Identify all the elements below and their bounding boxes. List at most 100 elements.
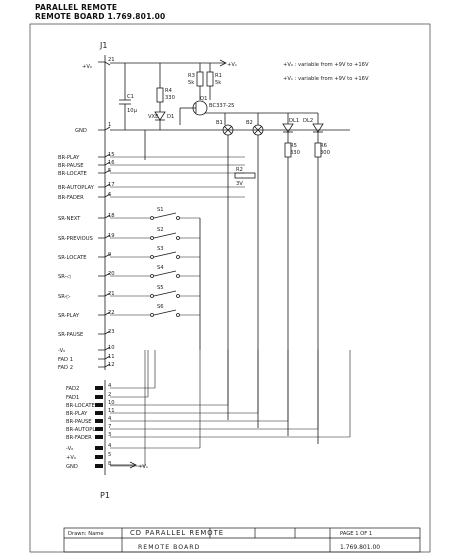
pin-arrow (98, 169, 111, 174)
pin-arrow (98, 161, 111, 166)
p1-pin-number: 4 (108, 416, 112, 422)
r4-label: R4 (165, 88, 173, 94)
pin-arrow (98, 346, 111, 351)
switch-contact (176, 274, 180, 278)
j1-pin-label: SR-PAUSE (58, 332, 83, 338)
switch-s5: S5 (110, 285, 200, 298)
dl2-label: DL2 (303, 118, 313, 124)
d1-value: VXE (148, 114, 158, 120)
switch-lever (153, 212, 177, 219)
j1-pin: SR-▷21 (58, 291, 115, 300)
pin-arrow (98, 330, 111, 335)
p1-pin-label: FAD2 (66, 386, 79, 392)
p1-pin-label: +V₀ (66, 455, 76, 461)
p1-pin-contact (95, 435, 103, 439)
j1-top-pin-gnd: GND 1 (75, 122, 111, 134)
j1-pin-label: BR-PAUSE (58, 163, 84, 169)
j1-pin-number: 20 (108, 271, 115, 277)
switch-contact (176, 294, 180, 298)
p1-pin-label: GND (66, 464, 78, 470)
b1-label: B1 (216, 120, 223, 126)
j1-pin-number: 11 (108, 354, 115, 360)
p1-pin-number: 11 (108, 408, 115, 414)
r5-value: 330 (290, 150, 300, 156)
title-block-drawn: Drawn: Name (68, 531, 104, 537)
pin-arrow (98, 126, 111, 131)
j1-pin-number: 19 (108, 233, 115, 239)
p1-pin-label: BR-FADER (66, 435, 92, 441)
p1-pin-contact (95, 411, 103, 415)
connector-j1-label: J1 (99, 41, 107, 50)
pin-arrow (98, 272, 111, 277)
note-vb-range: +V₀ : variable from +9V to +16V (283, 62, 369, 68)
title-block-page: PAGE 1 OF 1 (340, 531, 372, 537)
j1-pin-label: BR-PLAY (58, 155, 80, 161)
j1-pin-label: SR-◁ (58, 274, 71, 280)
pin-arrow (98, 214, 111, 219)
switch-contact (176, 236, 180, 240)
j1-pin-number: 23 (108, 329, 115, 335)
header-subtitle: REMOTE BOARD 1.769.801.00 (35, 12, 166, 21)
j1-pin-label: FAD 2 (58, 365, 73, 371)
vb-rail-label: +V₁ (227, 62, 237, 68)
j1-pin-label: SR-LOCATE (58, 255, 87, 261)
switch-contact (176, 255, 180, 259)
b1-lamp-x (224, 126, 232, 134)
r1-value: 5k (215, 80, 221, 86)
switch-lever (153, 251, 177, 258)
p1-pin-contact (95, 403, 103, 407)
header-title: PARALLEL REMOTE (35, 3, 118, 12)
pin-arrow (98, 193, 111, 198)
switch-s3: S3 (110, 246, 200, 259)
j1-pin-number: 21 (108, 291, 115, 297)
switch-label: S4 (157, 265, 164, 271)
switch-label: S5 (157, 285, 164, 291)
j1-pin-label: BR-FADER (58, 195, 84, 201)
r3-resistor (196, 71, 204, 87)
r2-label: R2 (236, 167, 243, 173)
switch-s6: S6 (110, 304, 200, 317)
p1-pin-label: BR-AUTOPLAY (66, 427, 103, 433)
j1-pin: SR-PAUSE 23 (58, 329, 115, 338)
switch-contact (150, 236, 154, 240)
j1-pin-label: FAD 1 (58, 357, 73, 363)
j1-pin-label: SR-PREVIOUS (58, 236, 93, 242)
switch-label: S3 (157, 246, 164, 252)
j1-pin-number: 16 (108, 160, 115, 166)
switch-label: S1 (157, 207, 164, 213)
c1-label: C1 (127, 94, 134, 100)
dl1-label: DL1 (289, 118, 299, 124)
j1-pin-number: 6 (108, 192, 111, 198)
switch-contact (150, 274, 154, 278)
pin-arrow (98, 292, 111, 297)
j1-pin-number: 22 (108, 310, 115, 316)
c1-value: 10µ (127, 108, 138, 114)
j1-pin-label: BR-AUTOPLAY (58, 185, 95, 191)
r4-value: 330 (165, 95, 175, 101)
p1-pin-label: -V₀ (66, 446, 73, 452)
pin-arrow (98, 253, 111, 258)
p1-pin: -V₀ 4 (66, 350, 201, 452)
pin-arrow (98, 234, 111, 239)
j1-pin-label: BR-LOCATE (58, 171, 87, 177)
p1-pin-contact (95, 455, 103, 459)
b2-label: B2 (246, 120, 253, 126)
p1-pin-label: BR-LOCATE (66, 403, 95, 409)
j1-pin-label: -V₀ (58, 348, 65, 354)
r3-value: 5k (188, 80, 194, 86)
p1-pin-number: 10 (108, 400, 115, 406)
p1-pin-label: FAD1 (66, 395, 79, 401)
r3-label: R3 (188, 73, 195, 79)
j1-pin: FAD 1 11 (58, 354, 115, 363)
